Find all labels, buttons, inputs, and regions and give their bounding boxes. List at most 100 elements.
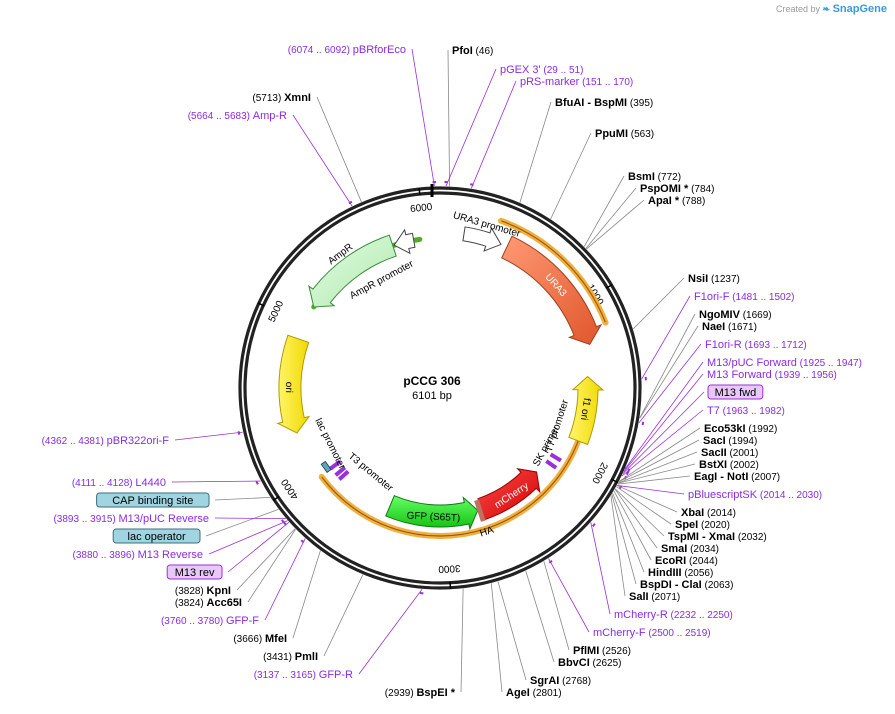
site-label-ppumi: PpuMI (563): [595, 128, 654, 140]
label-text: BspDI - ClaI (2063): [640, 579, 733, 591]
tick-label-3000: 3000: [438, 562, 461, 574]
site-label-xmni: (5713) XmnI: [252, 92, 311, 104]
feature-label-lac-promoter: lac promoter: [312, 417, 347, 472]
tick-label-2000: 2000: [589, 460, 609, 485]
site-label-pbr322ori-f: (4362 .. 4381) pBR322ori-F: [42, 435, 170, 447]
label-text: BfuAI - BspMI (395): [555, 97, 653, 109]
leader-line: [491, 583, 502, 692]
site-label-apai-: ApaI * (788): [648, 195, 705, 207]
site-label-pflmi: PflMI (2526): [573, 645, 631, 657]
leader-line: [265, 538, 305, 620]
site-label-mfei: (3666) MfeI: [233, 633, 287, 645]
leader-line: [215, 497, 270, 500]
site-label-sgrai: SgrAI (2768): [530, 675, 591, 687]
site-label-l4440: (4111 .. 4128) L4440: [72, 477, 166, 489]
leader-line: [471, 81, 516, 188]
site-label-pfoi: PfoI (46): [452, 45, 493, 57]
leader-line: [446, 69, 496, 186]
leader-line: [237, 529, 295, 590]
label-text: SpeI (2020): [675, 519, 730, 531]
site-label-ngomiv: NgoMIV (1669): [699, 309, 772, 321]
site-label-bfuai: BfuAI - BspMI (395): [555, 97, 653, 109]
label-text: pBluescriptSK (2014 .. 2030): [688, 489, 822, 501]
site-label-amp-r: (5664 .. 5683) Amp-R: [188, 110, 287, 122]
leader-line: [175, 432, 243, 440]
site-label-agei: AgeI (2801): [506, 687, 562, 699]
label-text: (3137 .. 3165) GFP-R: [254, 669, 353, 681]
site-label-f1ori-r: F1ori-R (1693 .. 1712): [705, 339, 807, 351]
site-label-sali: SalI (2071): [629, 591, 680, 603]
label-text: ApaI * (788): [648, 195, 705, 207]
leader-line: [584, 176, 624, 247]
leader-line: [206, 509, 279, 536]
label-text: lac operator: [128, 531, 186, 543]
primer-bind-mark: [301, 540, 304, 542]
site-label-pbluescriptsk: pBluescriptSK (2014 .. 2030): [688, 489, 822, 501]
leader-line: [498, 582, 526, 680]
leader-line: [640, 314, 695, 418]
leader-line: [640, 326, 698, 418]
leader-line: [586, 188, 636, 248]
leader-line: [591, 522, 610, 614]
leader-line: [622, 410, 703, 476]
site-label-ecori: EcoRI (2044): [655, 555, 718, 567]
site-label-prs-marker: pRS-marker (151 .. 170): [520, 76, 633, 88]
site-label-acc65i: (3824) Acc65I: [175, 597, 242, 609]
leader-line: [619, 428, 700, 481]
primer-site-marker: [551, 454, 561, 460]
label-text: M13 rev: [175, 567, 215, 579]
site-label-spei: SpeI (2020): [675, 519, 730, 531]
site-label-tspmi: TspMI - XmaI (2032): [668, 531, 767, 543]
primer-bind-mark: [239, 431, 240, 434]
leader-line: [639, 344, 701, 423]
site-label-pspomi-: PspOMI * (784): [640, 183, 714, 195]
leader-line: [611, 496, 625, 596]
site-label-m13-fwd: M13 fwd: [708, 385, 763, 399]
label-text: XbaI (2014): [681, 507, 736, 519]
site-label-m13-rev: M13 rev: [167, 565, 222, 579]
label-text: (4362 .. 4381) pBR322ori-F: [42, 435, 170, 447]
label-text: pGEX 3' (29 .. 51): [500, 64, 583, 76]
site-label-pgex-3-: pGEX 3' (29 .. 51): [500, 64, 583, 76]
site-label-hindiii: HindIII (2056): [648, 567, 713, 579]
site-label-eagi: EagI - NotI (2007): [694, 471, 780, 483]
leader-line: [551, 133, 591, 219]
leader-line: [587, 200, 644, 249]
label-text: PfoI (46): [452, 45, 493, 57]
primer-bind-mark: [282, 520, 284, 523]
leader-line: [526, 571, 554, 662]
label-text: SalI (2071): [629, 591, 680, 603]
site-label-bspdi: BspDI - ClaI (2063): [640, 579, 733, 591]
leader-line: [215, 518, 286, 519]
label-text: (3828) KpnI: [175, 585, 231, 597]
site-label-saci: SacI (1994): [703, 435, 757, 447]
label-leader-lines: [172, 49, 704, 692]
label-text: SacI (1994): [703, 435, 757, 447]
label-text: F1ori-F (1481 .. 1502): [694, 291, 795, 303]
site-label-m13-reverse: (3880 .. 3896) M13 Reverse: [73, 549, 203, 561]
leader-line: [228, 522, 289, 572]
feature-label-ori: ori: [283, 382, 294, 393]
site-label-smai: SmaI (2034): [661, 543, 719, 555]
label-text: TspMI - XmaI (2032): [668, 531, 767, 543]
label-text: (3666) MfeI: [233, 633, 287, 645]
tick-label-5000: 5000: [267, 299, 287, 324]
label-text: AgeI (2801): [506, 687, 562, 699]
site-label-m13-puc-reverse: (3893 .. 3915) M13/pUC Reverse: [53, 513, 209, 525]
leader-line: [448, 50, 450, 186]
leader-line: [461, 589, 463, 692]
leader-line: [548, 558, 589, 632]
leader-line: [614, 491, 651, 560]
label-text: T7 (1963 .. 1982): [707, 405, 785, 417]
label-text: SgrAI (2768): [530, 675, 591, 687]
label-text: (3893 .. 3915) M13/pUC Reverse: [53, 513, 209, 525]
leader-line: [544, 561, 569, 650]
feature-label-t3-promoter: T3 promoter: [346, 451, 396, 495]
snapgene-branding: Created by ❧ SnapGene: [776, 3, 887, 15]
primer-bind-mark: [593, 524, 595, 527]
leader-line: [412, 49, 434, 186]
site-label-mcherry-f: mCherry-F (2500 .. 2519): [593, 627, 711, 639]
leader-line: [520, 102, 551, 202]
